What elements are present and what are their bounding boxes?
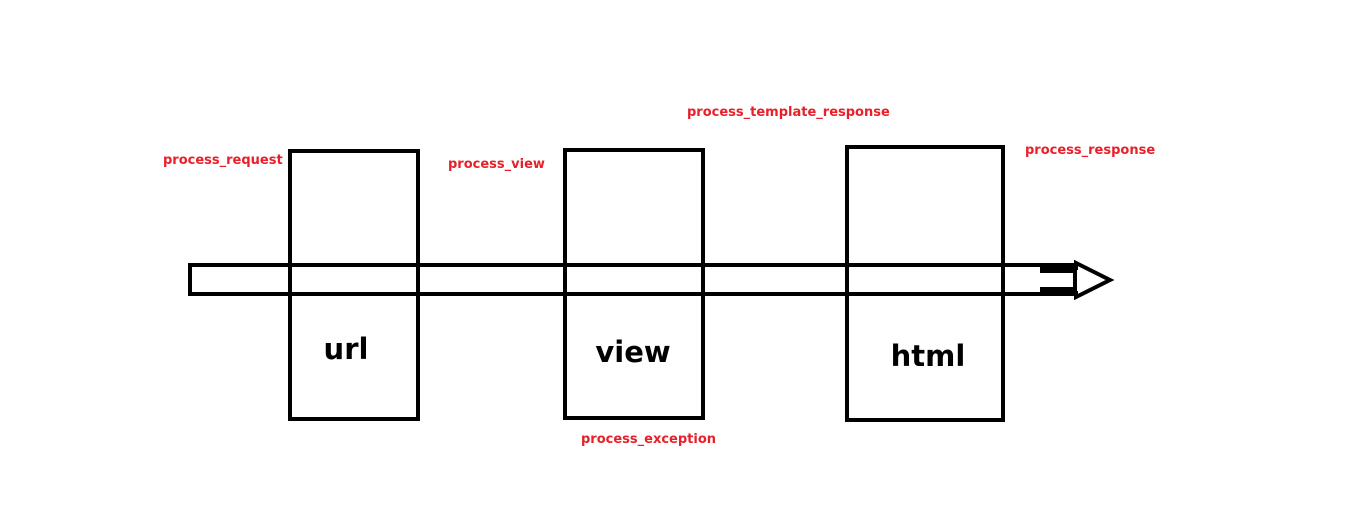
hook-process-view: process_view xyxy=(448,157,545,172)
hook-process-request: process_request xyxy=(163,153,283,168)
stage-label-view: view xyxy=(595,335,671,369)
arrow-head-icon xyxy=(1040,259,1115,301)
hook-process-response: process_response xyxy=(1025,143,1156,158)
hook-process-template-response: process_template_response xyxy=(687,105,890,120)
stage-box-view xyxy=(563,148,705,420)
stage-label-url: url xyxy=(323,332,369,366)
stage-box-html xyxy=(845,145,1005,422)
stage-box-url xyxy=(288,149,420,421)
hook-process-exception: process_exception xyxy=(581,432,717,447)
request-pipe xyxy=(188,263,1077,296)
stage-label-html: html xyxy=(890,339,966,373)
